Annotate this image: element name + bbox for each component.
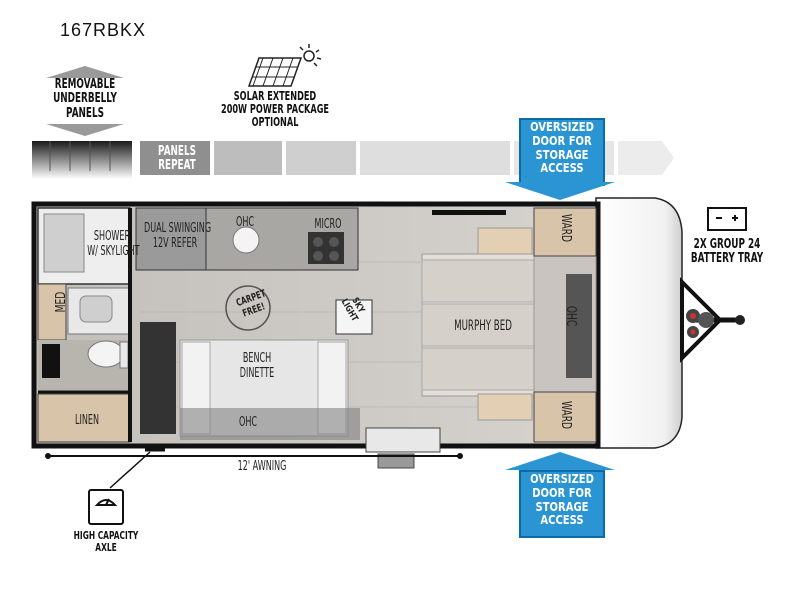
- door-top-line-2: DOOR FOR: [532, 132, 592, 148]
- solar-panel-icon: [247, 44, 322, 87]
- shower-label-line-2: W/ SKYLIGHT: [87, 243, 140, 259]
- front-cap: [595, 197, 683, 449]
- micro-label: MICRO: [314, 217, 342, 232]
- toilet: [87, 340, 125, 368]
- battery-line-1: 2X GROUP 24: [693, 237, 761, 252]
- ward-top: [533, 207, 597, 257]
- door-bottom-line-1: OVERSIZED: [530, 471, 594, 486]
- battery-line-2: BATTERY TRAY: [690, 251, 764, 267]
- bench-dinette-line-1: BENCH: [242, 351, 272, 366]
- battery-icon: [707, 207, 747, 231]
- microwave: [308, 232, 344, 264]
- ohc-dinette-label: OHC: [238, 415, 258, 430]
- axle-line-2: AXLE: [95, 541, 117, 555]
- solar-line-1: SOLAR EXTENDED: [233, 89, 317, 103]
- door-callout-bottom: OVERSIZED DOOR FOR STORAGE ACCESS: [519, 470, 605, 538]
- refer-label-line-2: 12V REFER: [152, 235, 198, 251]
- battery-callout: 2X GROUP 24 BATTERY TRAY: [690, 237, 765, 267]
- entry-door: [365, 427, 441, 453]
- door-top-line-4: ACCESS: [540, 160, 584, 176]
- ward-top-label: WARD: [558, 214, 573, 243]
- door-top-line-1: OVERSIZED: [530, 119, 594, 134]
- door-top-line-3: STORAGE: [535, 146, 589, 162]
- carpet-free-stamp: [225, 285, 271, 331]
- med-cabinet: [37, 283, 67, 341]
- linen-label: LINEN: [74, 413, 100, 428]
- med-label: MED: [54, 291, 69, 313]
- door-bottom-line-3: STORAGE: [535, 498, 589, 514]
- refer: [135, 207, 207, 271]
- sun-icon: [299, 44, 322, 67]
- floor-plan: [31, 197, 745, 469]
- double-arrow-icon: [46, 66, 124, 136]
- shower-label-line-1: SHOWER: [93, 229, 131, 244]
- refer-label-line-1: DUAL SWINGING: [144, 221, 212, 236]
- underbelly-line-3: PANELS: [66, 105, 104, 121]
- refer-label: DUAL SWINGING 12V REFER: [144, 221, 212, 252]
- solar-callout: SOLAR EXTENDED 200W POWER PACKAGE OPTION…: [210, 42, 340, 132]
- murphy-bed-label: MURPHY BED: [454, 318, 512, 334]
- scale-icon: [88, 489, 124, 525]
- ohc-kitchen-label: OHC: [235, 215, 255, 230]
- door-bottom-arrow: [505, 452, 615, 470]
- awning-label: 12' AWNING: [237, 459, 287, 474]
- model-name: 167RBKX: [60, 20, 147, 40]
- hitch: [680, 277, 745, 363]
- solar-line-3: OPTIONAL: [251, 115, 299, 130]
- skylight: [335, 299, 373, 335]
- underbelly-callout: REMOVABLE UNDERBELLY PANELS: [40, 66, 130, 136]
- axle-callout: HIGH CAPACITY AXLE: [72, 529, 140, 555]
- ohc-bed-label: OHC: [563, 305, 578, 327]
- underbelly-line-2: UNDERBELLY: [53, 91, 117, 107]
- ward-bottom-label: WARD: [558, 401, 573, 430]
- panels-band: PANELS REPEAT: [32, 141, 677, 179]
- shower-label: SHOWER W/ SKYLIGHT: [87, 229, 140, 260]
- axle-line-1: HIGH CAPACITY: [73, 529, 139, 542]
- bench-dinette-label: BENCH DINETTE: [235, 351, 278, 382]
- panels-repeat-line-2: REPEAT: [158, 158, 196, 174]
- underbelly-line-1: REMOVABLE: [54, 77, 116, 92]
- door-bottom-line-4: ACCESS: [540, 512, 584, 528]
- ward-bottom: [533, 391, 597, 443]
- linen: [37, 393, 131, 443]
- door-bottom-line-2: DOOR FOR: [532, 484, 592, 500]
- door-top-arrow: [505, 182, 615, 200]
- panels-repeat-line-1: PANELS: [158, 144, 196, 159]
- axle-pointer: [109, 451, 151, 489]
- door-callout-top: OVERSIZED DOOR FOR STORAGE ACCESS: [519, 118, 605, 186]
- bench-dinette-line-2: DINETTE: [239, 365, 275, 381]
- solar-line-2: 200W POWER PACKAGE: [221, 102, 329, 117]
